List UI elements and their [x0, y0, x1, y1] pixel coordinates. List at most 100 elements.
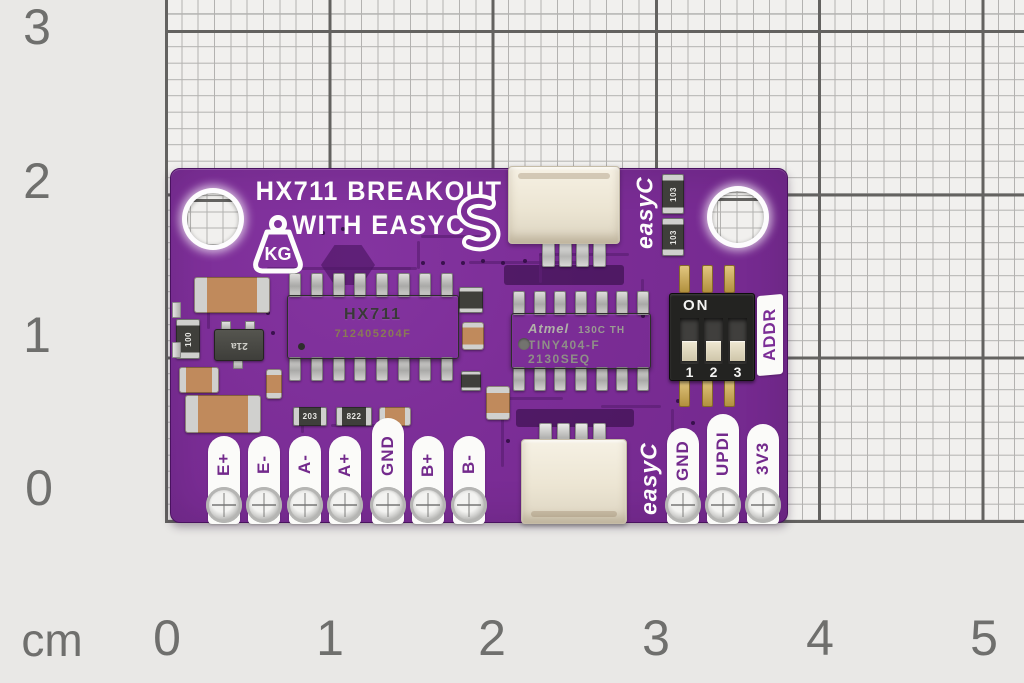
through-hole-pad [451, 487, 487, 523]
trace [421, 235, 481, 238]
chip-pin [596, 367, 608, 391]
trace [601, 405, 661, 408]
via [481, 259, 485, 263]
chip-pin [333, 273, 345, 297]
pin-label-text: A- [295, 454, 314, 475]
hruler-label-1: 1 [316, 610, 344, 666]
chip-pin [616, 291, 628, 315]
via [266, 311, 270, 315]
via [421, 261, 425, 265]
dip-gold-pin [702, 379, 713, 407]
pin-label-text: GND [378, 435, 397, 476]
capacitor [194, 277, 270, 313]
hruler-label-3: 3 [642, 610, 670, 666]
chip-pin [354, 357, 366, 381]
pin-label-text: B+ [418, 452, 437, 477]
easyc-connector-top [508, 166, 620, 244]
dip-on-label: ON [683, 297, 710, 314]
trace [371, 267, 411, 270]
resistor-822: 822 [336, 407, 372, 426]
soldered-logo-icon [457, 194, 501, 252]
chip-pin [354, 273, 366, 297]
pin-label-text: UPDI [713, 431, 732, 476]
mounting-hole-right [712, 191, 764, 243]
connector-groove [531, 511, 617, 517]
through-hole-pad [705, 487, 741, 523]
board-title-line2: WITH EASYC [292, 210, 466, 240]
vruler-label-1: 1 [23, 307, 51, 363]
chip-pin [554, 367, 566, 391]
hruler-label-2: 2 [478, 610, 506, 666]
pcb-board: HX711 BREAKOUT WITH EASYC KG easyC easyC [170, 166, 788, 524]
capacitor [462, 322, 484, 350]
chip-pin [637, 367, 649, 391]
vruler-label-2: 2 [23, 153, 51, 209]
chip-pin [289, 357, 301, 381]
mcu-brand: Atmel [528, 321, 570, 336]
pin-label-text: E- [254, 455, 273, 474]
via [461, 261, 465, 265]
chip-pin [616, 367, 628, 391]
through-hole-pad [745, 487, 781, 523]
ruler-unit-label: cm [21, 614, 83, 666]
vruler-label-3: 3 [23, 0, 51, 55]
resistor-103: 103 [662, 174, 684, 214]
hx711-chip: HX711 712405204F [287, 295, 459, 359]
resistor-203: 203 [293, 407, 327, 426]
pin-label-text: A+ [335, 452, 354, 477]
via [441, 261, 445, 265]
pin1-dot [298, 343, 305, 350]
capacitor [486, 386, 510, 420]
dip-knob [682, 341, 697, 361]
resistor [459, 287, 483, 313]
connector-leg [593, 241, 606, 267]
hruler-label-4: 4 [806, 610, 834, 666]
edge-pad [172, 302, 181, 318]
dip-gold-pin [724, 379, 735, 407]
chip-pin [419, 357, 431, 381]
pin-label-text: 3V3 [753, 441, 772, 476]
chip-pin [419, 273, 431, 297]
trace [539, 253, 542, 283]
chip-pin [376, 273, 388, 297]
connector-leg [576, 241, 589, 267]
edge-pad [172, 342, 181, 358]
trace [493, 397, 563, 400]
hruler-label-0: 0 [153, 610, 181, 666]
mounting-hole-left [187, 193, 239, 245]
dip-slot [728, 318, 747, 364]
weight-kg-icon: KG [253, 215, 303, 274]
dip-knob [706, 341, 721, 361]
hruler-label-5: 5 [970, 610, 998, 666]
through-hole-pad [370, 487, 406, 523]
chip-pin [513, 367, 525, 391]
capacitor [179, 367, 219, 393]
through-hole-pad [206, 487, 242, 523]
svg-text:KG: KG [265, 244, 292, 264]
dip-gold-pin [679, 379, 690, 407]
capacitor [266, 369, 282, 399]
addr-silkscreen-label: ADDR [757, 293, 783, 377]
dip-position-number: 3 [733, 364, 742, 380]
dip-gold-pin [724, 265, 735, 293]
chip-pin [441, 357, 453, 381]
chip-pin [441, 273, 453, 297]
via [271, 331, 275, 335]
dip-slot [680, 318, 699, 364]
vruler-label-0: 0 [25, 460, 53, 516]
transistor-sot23: 21a [214, 329, 264, 361]
pin-label-text: B- [459, 454, 478, 475]
dip-slot [704, 318, 723, 364]
hx711-chip-serial: 712405204F [334, 328, 412, 340]
trace [671, 409, 674, 449]
easyc-connector-bottom [521, 439, 627, 524]
chip-pin [637, 291, 649, 315]
mcu-part-number: TINY404-F [528, 338, 601, 352]
through-hole-pad [246, 487, 282, 523]
trace [501, 419, 504, 467]
dip-knob [730, 341, 745, 361]
